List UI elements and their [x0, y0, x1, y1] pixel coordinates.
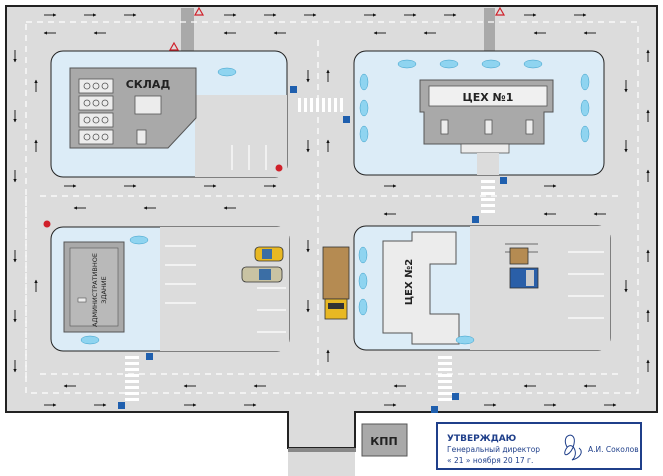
- warehouse-parking-lines: [231, 145, 267, 170]
- shop1-label: ЦЕХ №1: [463, 91, 514, 104]
- admin-label-line1: АДМИНИСТРАТИВНОЕ: [91, 253, 99, 327]
- fire-point-icon: [43, 164, 283, 228]
- shop2-yard: [470, 226, 610, 350]
- shop2-label: ЦЕХ №2: [404, 259, 415, 305]
- approval-stamp: [436, 422, 642, 470]
- warehouse-yard: [195, 95, 287, 177]
- admin-inner: [69, 247, 119, 327]
- truck-vehicle: [322, 246, 350, 320]
- barrier-gate: [288, 448, 356, 452]
- shop1-sign: [428, 85, 548, 107]
- top-entry-road-right: [484, 8, 495, 52]
- shop1-windows: [440, 119, 534, 135]
- shrub-icon: [80, 59, 590, 345]
- admin-parking-lines: [165, 245, 286, 333]
- checkpoint-road: [288, 449, 355, 476]
- traffic-arrows: [13, 13, 650, 407]
- admin-label-line2: ЗДАНИЕ: [100, 276, 108, 304]
- shop2-building: [382, 231, 460, 345]
- car-vehicle-yellow: [254, 246, 284, 262]
- approval-name: А.И. Соколов: [588, 445, 639, 454]
- top-entry-road-left: [181, 8, 194, 56]
- warehouse-door: [134, 95, 162, 115]
- box-truck-vehicle: [509, 247, 539, 289]
- warning-triangle-icon: [168, 6, 506, 51]
- checkpoint-label: КПП: [370, 435, 397, 448]
- warehouse-window: [136, 129, 147, 145]
- admin-door: [77, 297, 87, 303]
- shop1-canopy: [460, 143, 510, 154]
- warehouse-label: СКЛАД: [126, 78, 171, 91]
- approval-heading: УТВЕРЖДАЮ: [447, 434, 517, 444]
- approval-date: « 21 » ноября 20 17 г.: [447, 456, 533, 465]
- warehouse-racks: [78, 78, 114, 145]
- car-vehicle-grey: [241, 266, 283, 283]
- shop2-parking-lines: [568, 251, 604, 319]
- shop1-driveway: [477, 153, 499, 175]
- checkpoint-building: [361, 423, 408, 457]
- approval-position: Генеральный директор: [447, 445, 540, 454]
- crosswalks: [125, 98, 495, 401]
- lane-markings: [25, 21, 639, 394]
- signature-icon: [564, 434, 582, 461]
- info-sign-icon: [118, 86, 507, 413]
